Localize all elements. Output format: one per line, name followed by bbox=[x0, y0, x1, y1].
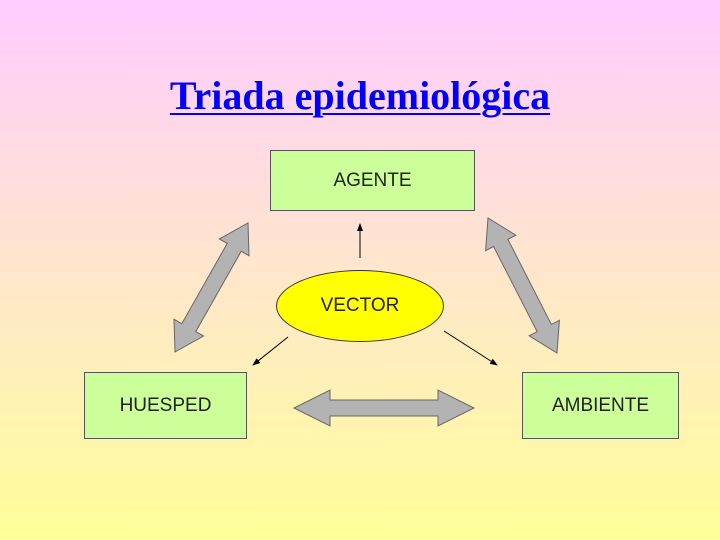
double-arrow-agente-huesped bbox=[173, 222, 250, 353]
node-huesped: HUESPED bbox=[84, 372, 247, 439]
arrow-vector-to-ambiente bbox=[443, 330, 498, 366]
node-agente: AGENTE bbox=[270, 150, 475, 211]
node-ambiente: AMBIENTE bbox=[522, 372, 679, 439]
slide-title: Triada epidemiológica bbox=[169, 73, 551, 118]
arrow-vector-to-huesped bbox=[252, 336, 289, 366]
double-arrow-huesped-ambiente bbox=[292, 389, 476, 427]
double-arrow-agente-ambiente bbox=[485, 217, 560, 354]
node-vector: VECTOR bbox=[276, 270, 444, 342]
